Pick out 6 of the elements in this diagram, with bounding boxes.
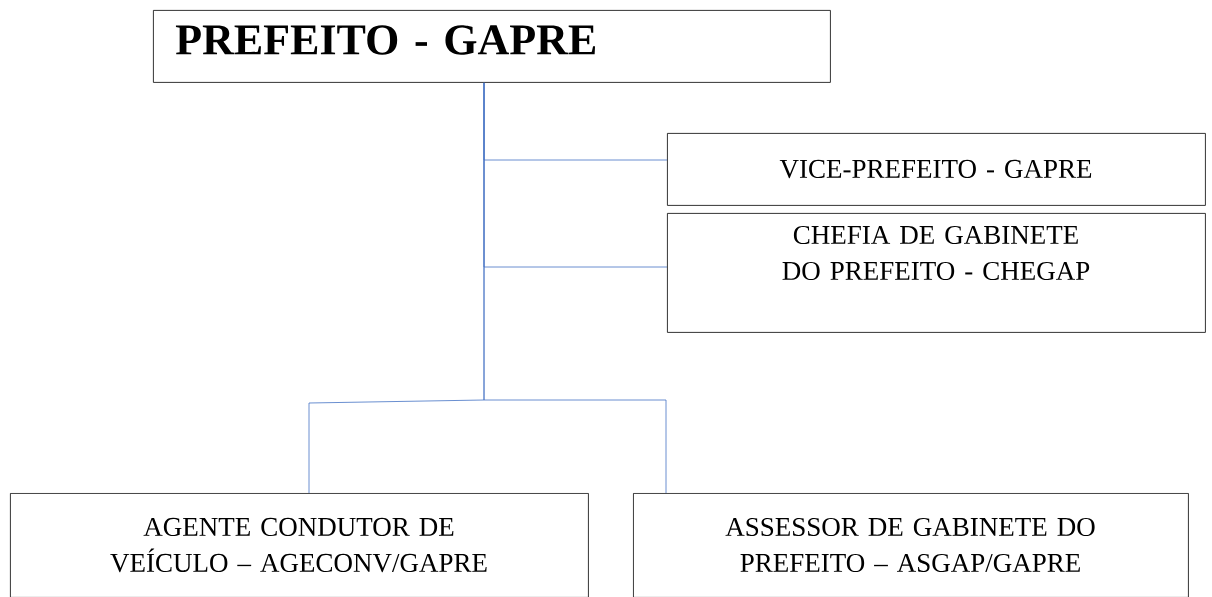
position-box: ASSESSOR DE GABINETE DO PREFEITO – ASGAP/GAPRE <box>633 493 1189 597</box>
position-box: AGENTE CONDUTOR DE VEÍCULO – AGECONV/GAPRE <box>10 493 589 597</box>
title-box: PREFEITO - GAPRE <box>153 10 831 83</box>
position-box: VICE-PREFEITO - GAPRE <box>667 133 1206 206</box>
position-box: CHEFIA DE GABINETE DO PREFEITO - CHEGAP <box>667 213 1206 333</box>
connector-line <box>483 82 667 494</box>
